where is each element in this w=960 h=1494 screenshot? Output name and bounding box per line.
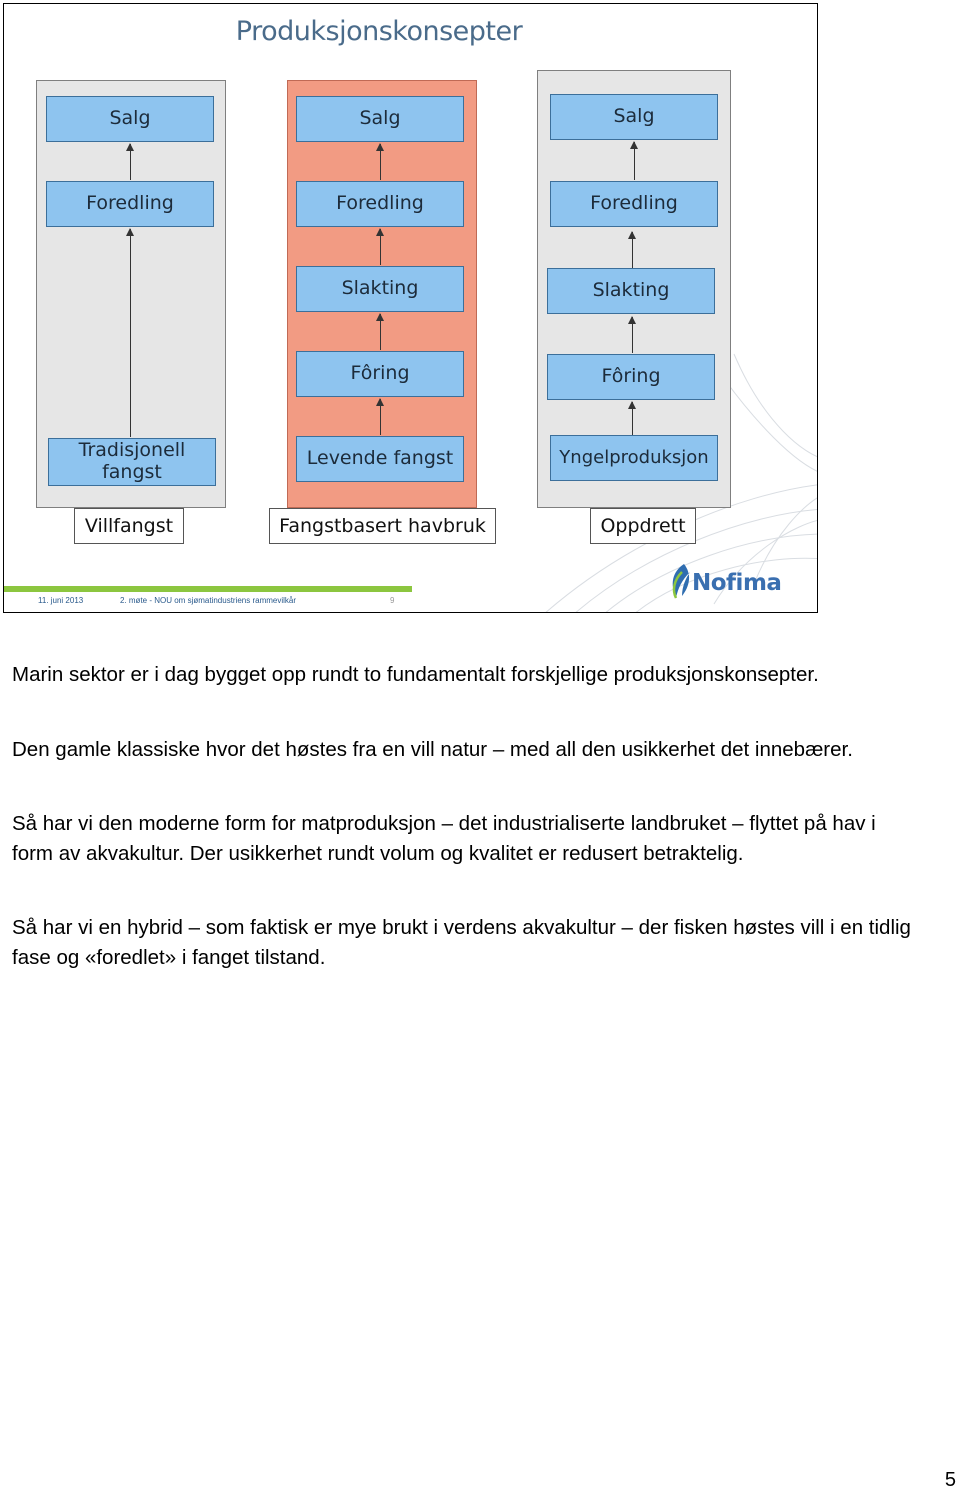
stage-foredling: Foredling	[296, 181, 464, 227]
stage-yngelproduksjon: Yngelproduksjon	[550, 435, 718, 481]
footer-description: 2. møte - NOU om sjømatindustriens ramme…	[120, 596, 297, 605]
stage-foredling: Foredling	[550, 181, 718, 227]
stage-foredling: Foredling	[46, 181, 214, 227]
arrow-icon	[628, 316, 636, 353]
stage-slakting: Slakting	[547, 268, 715, 314]
stage-salg: Salg	[550, 94, 718, 140]
arrow-icon	[630, 141, 638, 180]
note-paragraph: Marin sektor er i dag bygget opp rundt t…	[12, 663, 819, 686]
logo-text: Nofima	[692, 570, 782, 596]
nofima-logo: Nofima	[666, 562, 796, 604]
nofima-leaf-icon	[672, 564, 690, 599]
footer-date: 11. juni 2013	[38, 596, 84, 605]
stage-foring: Fôring	[547, 354, 715, 400]
stage-tradisjonell-fangst: Tradisjonell fangst	[48, 438, 216, 486]
stage-slakting: Slakting	[296, 266, 464, 312]
arrow-icon	[628, 231, 636, 268]
slide-title: Produksjonskonsepter	[235, 16, 523, 47]
slide: Produksjonskonsepter Salg Foredling Trad…	[3, 3, 818, 613]
panel-villfangst	[36, 80, 226, 508]
note-paragraph: Så har vi den moderne form for matproduk…	[12, 812, 876, 865]
note-paragraph: Den gamle klassiske hvor det høstes fra …	[12, 737, 853, 761]
arrow-icon	[628, 401, 636, 435]
concept-label-villfangst: Villfangst	[74, 508, 184, 544]
arrow-icon	[376, 143, 384, 180]
stage-foring: Fôring	[296, 351, 464, 397]
slide-number: 9	[390, 596, 395, 605]
arrow-icon	[376, 313, 384, 350]
concept-label-fangstbasert-havbruk: Fangstbasert havbruk	[269, 508, 496, 544]
concept-label-oppdrett: Oppdrett	[590, 508, 696, 544]
stage-levende-fangst: Levende fangst	[296, 436, 464, 482]
accent-bar	[4, 586, 412, 592]
page-number: 5	[944, 1469, 956, 1491]
arrow-icon	[126, 143, 134, 180]
notes: Marin sektor er i dag bygget opp rundt t…	[12, 660, 912, 1017]
arrow-icon	[376, 398, 384, 435]
stage-salg: Salg	[46, 96, 214, 142]
arrow-icon	[376, 228, 384, 265]
stage-salg: Salg	[296, 96, 464, 142]
note-paragraph: Så har vi en hybrid – som faktisk er mye…	[12, 916, 911, 969]
arrow-icon	[126, 228, 134, 437]
